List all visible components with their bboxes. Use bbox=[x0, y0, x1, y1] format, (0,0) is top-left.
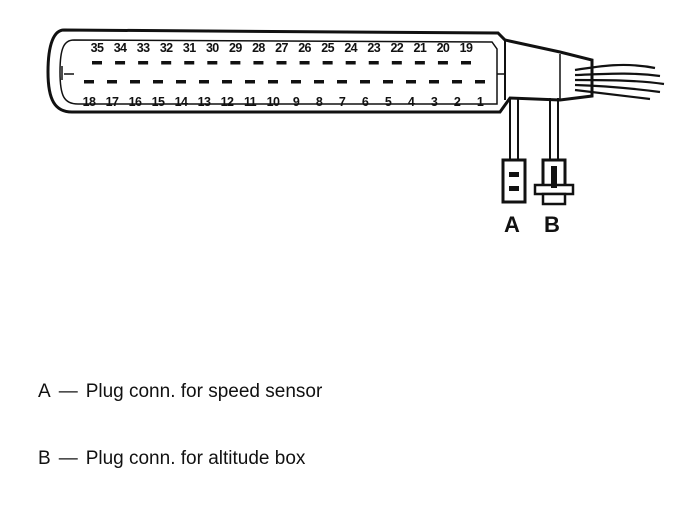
top-pin-19 bbox=[461, 61, 471, 65]
top-pin-28 bbox=[253, 61, 264, 65]
legend-dash: — bbox=[58, 448, 78, 469]
pin-label-23: 23 bbox=[367, 41, 380, 55]
bottom-pin-13 bbox=[199, 80, 209, 84]
wire-bundle bbox=[574, 63, 665, 101]
top-pin-30 bbox=[207, 61, 218, 65]
bottom-pin-2 bbox=[452, 80, 462, 84]
pin-label-26: 26 bbox=[298, 41, 311, 55]
pin-label-13: 13 bbox=[198, 95, 211, 109]
pin-label-15: 15 bbox=[152, 95, 165, 109]
bottom-pin-14 bbox=[176, 80, 186, 84]
legend-dash: — bbox=[58, 381, 78, 402]
pin-label-21: 21 bbox=[414, 41, 427, 55]
bottom-pin-16 bbox=[130, 80, 140, 84]
bottom-pin-11 bbox=[245, 80, 255, 84]
pin-label-27: 27 bbox=[275, 41, 288, 55]
legend-item-b: B — Plug conn. for altitude box bbox=[38, 448, 305, 470]
pin-label-8: 8 bbox=[316, 95, 323, 109]
bottom-pin-6 bbox=[360, 80, 370, 84]
bottom-pin-9 bbox=[291, 80, 301, 84]
plug-a-label: A bbox=[504, 212, 520, 237]
pin-label-34: 34 bbox=[114, 41, 127, 55]
top-pin-29 bbox=[230, 61, 241, 65]
pin-label-30: 30 bbox=[206, 41, 219, 55]
bottom-pin-12 bbox=[222, 80, 232, 84]
top-pin-34 bbox=[115, 61, 126, 65]
top-pin-31 bbox=[184, 61, 195, 65]
pin-label-6: 6 bbox=[362, 95, 369, 109]
bottom-pin-7 bbox=[337, 80, 347, 84]
pin-label-12: 12 bbox=[221, 95, 234, 109]
bottom-pin-8 bbox=[314, 80, 324, 84]
top-pin-35 bbox=[92, 61, 102, 65]
pin-label-29: 29 bbox=[229, 41, 242, 55]
bottom-pin-15 bbox=[153, 80, 163, 84]
top-pin-33 bbox=[138, 61, 149, 65]
pin-label-32: 32 bbox=[160, 41, 173, 55]
plug-b-connector bbox=[533, 158, 575, 206]
plug-a-connector bbox=[501, 158, 527, 204]
plug-leads bbox=[509, 98, 559, 160]
pin-label-9: 9 bbox=[293, 95, 300, 109]
pin-row-bottom bbox=[84, 80, 485, 84]
pin-label-35: 35 bbox=[91, 41, 104, 55]
pin-label-18: 18 bbox=[83, 95, 96, 109]
pin-label-31: 31 bbox=[183, 41, 196, 55]
pin-label-2: 2 bbox=[454, 95, 461, 109]
top-pin-23 bbox=[368, 61, 379, 65]
pin-label-22: 22 bbox=[390, 41, 403, 55]
bottom-pin-3 bbox=[429, 80, 439, 84]
top-pin-25 bbox=[322, 61, 333, 65]
pin-label-1: 1 bbox=[477, 95, 484, 109]
bottom-pin-5 bbox=[383, 80, 393, 84]
bottom-pin-10 bbox=[268, 80, 278, 84]
pin-labels-bottom: 18 17 16 15 14 13 12 11 10 9 8 7 6 5 4 3 2 1 bbox=[83, 95, 485, 109]
pin-label-16: 16 bbox=[129, 95, 142, 109]
top-pin-24 bbox=[345, 61, 356, 65]
legend-text: Plug conn. for altitude box bbox=[85, 448, 306, 469]
top-pin-26 bbox=[299, 61, 310, 65]
pin-label-17: 17 bbox=[106, 95, 119, 109]
pin-label-25: 25 bbox=[321, 41, 334, 55]
pin-label-4: 4 bbox=[408, 95, 415, 109]
top-pin-27 bbox=[276, 61, 287, 65]
legend-letter: B bbox=[38, 448, 51, 469]
pin-label-14: 14 bbox=[175, 95, 188, 109]
pin-label-28: 28 bbox=[252, 41, 265, 55]
bottom-pin-18 bbox=[84, 80, 94, 84]
pin-label-5: 5 bbox=[385, 95, 392, 109]
pin-label-33: 33 bbox=[137, 41, 150, 55]
pin-label-7: 7 bbox=[339, 95, 346, 109]
connector-housing bbox=[46, 28, 594, 114]
top-pin-32 bbox=[161, 61, 172, 65]
legend-text: Plug conn. for speed sensor bbox=[85, 381, 323, 402]
pin-label-24: 24 bbox=[344, 41, 357, 55]
legend-item-a: A — Plug conn. for speed sensor bbox=[38, 381, 322, 403]
pin-labels-top: 35 34 33 32 31 30 29 28 27 26 25 24 23 22 21 20 19 bbox=[91, 41, 474, 55]
bottom-pin-4 bbox=[406, 80, 416, 84]
top-pin-22 bbox=[391, 61, 402, 65]
plug-b-label: B bbox=[544, 212, 560, 237]
pin-row-top bbox=[92, 61, 471, 65]
legend-letter: A bbox=[38, 381, 51, 402]
pin-label-19: 19 bbox=[460, 41, 473, 55]
pin-label-10: 10 bbox=[267, 95, 280, 109]
top-pin-20 bbox=[437, 61, 448, 65]
pin-label-20: 20 bbox=[437, 41, 450, 55]
pin-label-3: 3 bbox=[431, 95, 438, 109]
bottom-pin-1 bbox=[475, 80, 485, 84]
pin-label-11: 11 bbox=[244, 95, 257, 109]
bottom-pin-17 bbox=[107, 80, 117, 84]
top-pin-21 bbox=[414, 61, 425, 65]
